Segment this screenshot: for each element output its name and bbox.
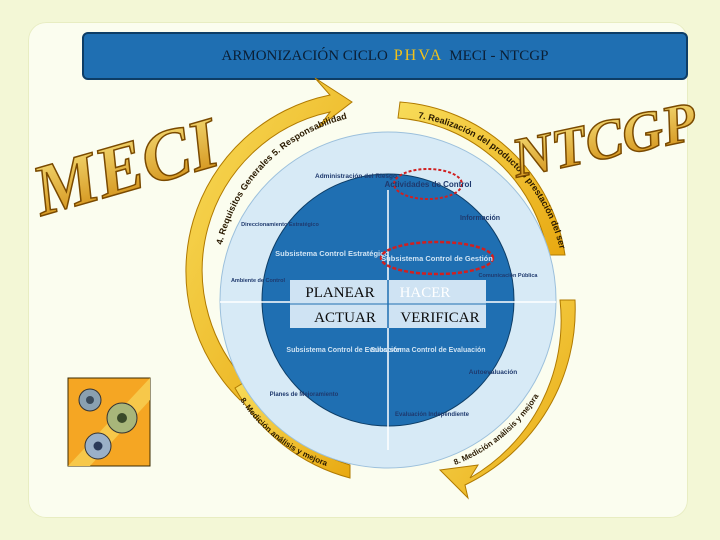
title-suffix: MECI - NTCGP — [449, 47, 549, 64]
ntcgp-logo: NTCGP — [506, 91, 703, 191]
label-subsistema-gestion: Subsistema Control de Gestión — [381, 254, 493, 263]
label-direccionamiento: Direccionamiento Estratégico — [241, 222, 319, 228]
label-verificar: VERIFICAR — [400, 310, 479, 326]
title-prefix: ARMONIZACIÓN CICLO — [221, 47, 388, 64]
gear-icon — [106, 402, 138, 434]
label-evaluacion-independiente: Evaluación Independiente — [395, 412, 470, 418]
title-bar: ARMONIZACIÓN CICLO PHVA MECI - NTCGP — [82, 32, 688, 80]
label-hacer: HACER — [400, 285, 451, 301]
title-accent: PHVA — [393, 47, 444, 64]
gear-icon — [84, 432, 112, 460]
label-comunicacion-publica: Comunicación Pública — [479, 273, 539, 279]
highlight-actividades-control — [393, 168, 463, 200]
label-planear: PLANEAR — [305, 285, 374, 301]
label-planes-mejoramiento: Planes de Mejoramiento — [270, 392, 339, 398]
label-actividades-control: Actividades de Control — [384, 180, 471, 189]
label-autoevaluacion: Autoevaluación — [469, 369, 517, 376]
highlight-subsistema-gestion — [379, 240, 495, 276]
label-ambiente-control: Ambiente de Control — [231, 278, 286, 284]
gears-clipart — [67, 377, 151, 467]
label-subsistema-evaluacion-right: Subsistema Control de Evaluación — [370, 347, 485, 354]
gear-icon — [78, 388, 102, 412]
label-administracion-riesgo: Administración del Riesgo — [315, 173, 397, 180]
label-actuar: ACTUAR — [314, 310, 376, 326]
label-subsistema-estrategico: Subsistema Control Estratégico — [275, 249, 389, 258]
label-subsistema-evaluacion-left: Subsistema Control de Evaluación — [286, 347, 401, 354]
label-informacion: Información — [460, 215, 500, 222]
